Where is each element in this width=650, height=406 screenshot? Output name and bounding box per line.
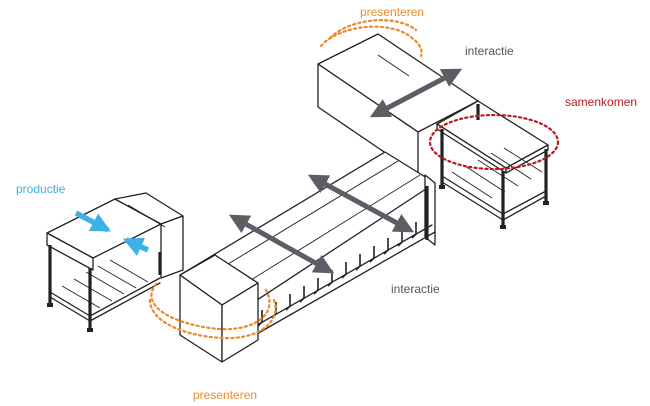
converging-arrows-icon <box>74 210 150 256</box>
double-headed-arrow-icon <box>307 174 415 233</box>
label-present-bottom: presenteren <box>193 388 257 402</box>
label-gather: samenkomen <box>565 95 637 109</box>
counter-hooks <box>257 222 417 327</box>
label-present-top: presenteren <box>360 5 424 19</box>
present-arc-bottom <box>148 282 277 340</box>
label-interaction-top: interactie <box>465 44 514 58</box>
present-arc-top <box>319 19 423 58</box>
label-interaction-bottom: interactie <box>391 282 440 296</box>
gather-ellipse <box>428 113 560 171</box>
interaction-arrows <box>228 68 463 274</box>
double-headed-arrow-icon <box>369 68 463 118</box>
label-production: productie <box>16 182 66 196</box>
double-headed-arrow-icon <box>228 214 335 274</box>
